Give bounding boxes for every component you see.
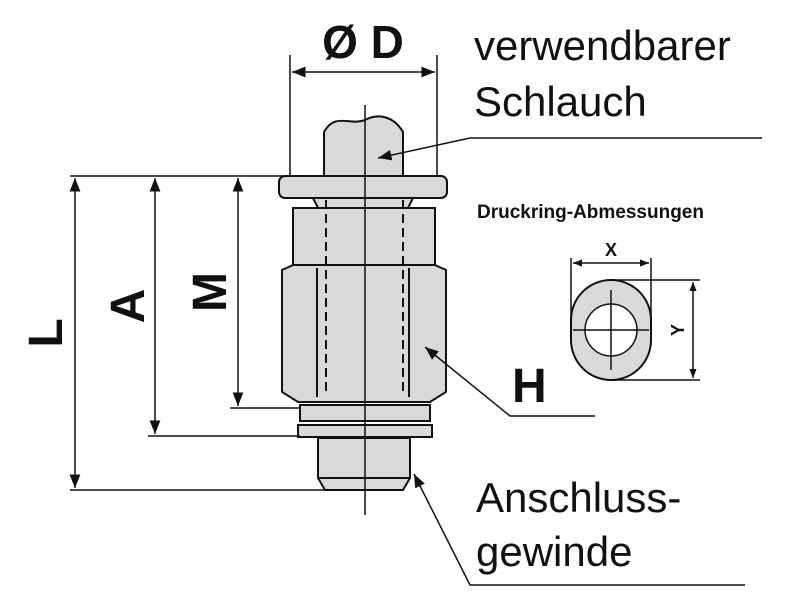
- label-A: A: [102, 289, 155, 324]
- hose-callout: verwendbarer Schlauch: [377, 22, 762, 161]
- dimension-L: L: [20, 178, 81, 488]
- label-M: M: [184, 272, 237, 312]
- hose-label-line2: Schlauch: [474, 78, 647, 125]
- thread-label-line2: gewinde: [476, 528, 632, 575]
- dimension-M: M: [184, 178, 244, 406]
- diameter-dimension: Ø D: [289, 16, 438, 176]
- hose: [323, 115, 404, 179]
- thread-label-line1: Anschluss-: [476, 474, 681, 521]
- ring-x-label: X: [605, 240, 617, 260]
- release-collar: [278, 175, 448, 199]
- diameter-label: Ø D: [322, 16, 404, 68]
- hex-nut: [281, 264, 447, 403]
- body-upper: [292, 207, 436, 267]
- collar-step: [311, 197, 415, 209]
- label-H: H: [512, 360, 547, 413]
- label-L: L: [20, 318, 73, 347]
- ring-title: Druckring-Abmessungen: [477, 202, 704, 223]
- pressure-ring-detail: Druckring-Abmessungen X Y: [477, 202, 704, 381]
- thread-callout: Anschluss- gewinde: [413, 473, 745, 586]
- thread: [317, 437, 411, 491]
- dimension-A: A: [102, 178, 161, 434]
- fitting-drawing: [278, 105, 448, 515]
- ring-y-label: Y: [668, 324, 688, 336]
- hex-callout: H: [424, 346, 595, 417]
- hose-label-line1: verwendbarer: [474, 22, 731, 69]
